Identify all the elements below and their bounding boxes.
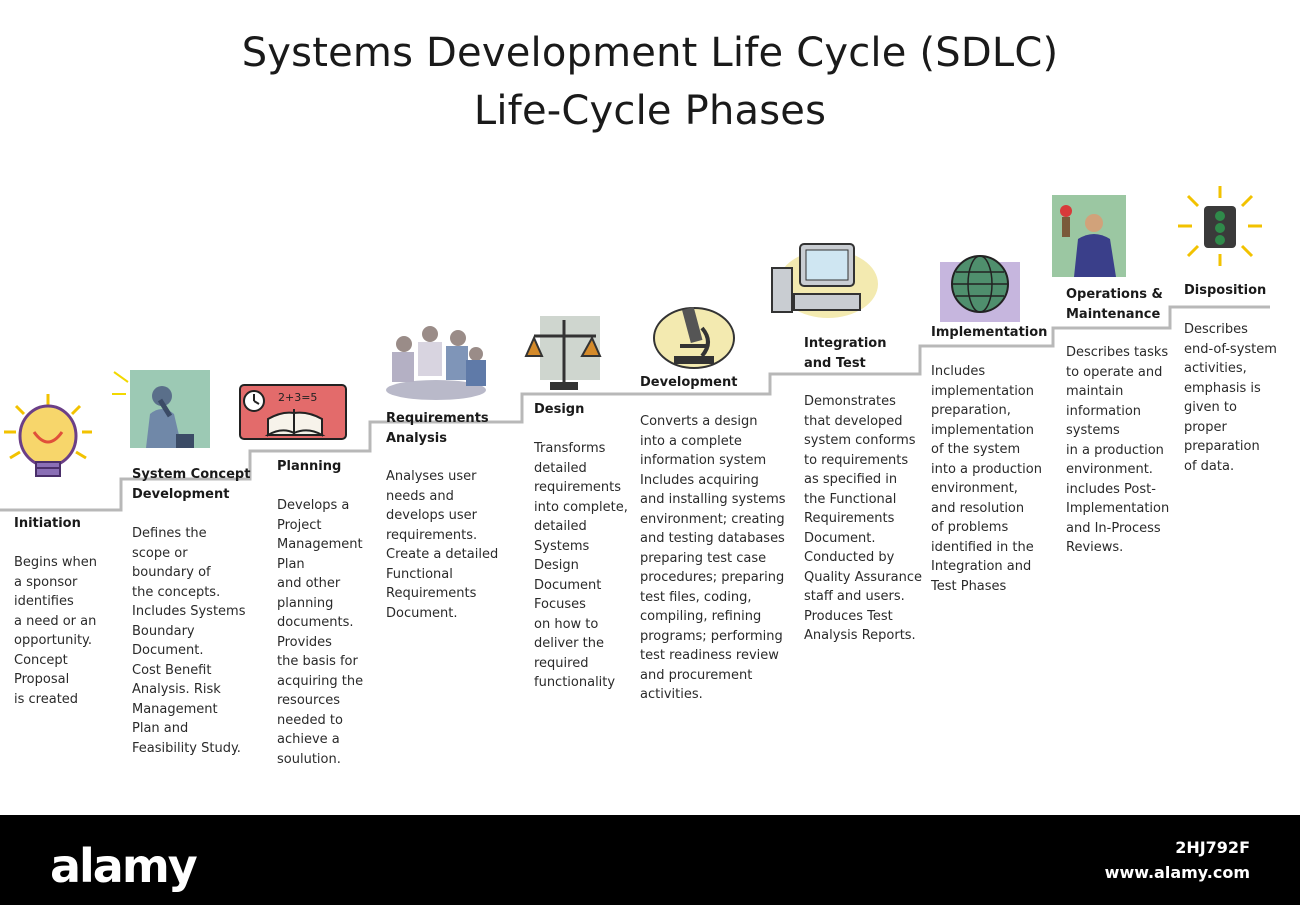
businessman-icon [1052,195,1126,277]
phase-desc-initiation: Begins when a sponsor identifies a need … [14,555,98,707]
svg-text:2+3=5: 2+3=5 [278,391,317,404]
thinker-icon [112,370,210,448]
phase-title-integration-and-test: Integration and Test [804,336,887,371]
phase-desc-disposition: Describes end-of-system activities, emph… [1184,322,1277,474]
phase-desc-implementation: Includes implementation preparation, imp… [931,364,1042,594]
site-url: www.alamy.com [1104,863,1250,882]
phase-desc-design: Transforms detailed requirements into co… [534,441,628,690]
alamy-logo: alamy [50,839,198,893]
phase-desc-operations-maintenance: Describes tasks to operate and maintain … [1066,345,1170,555]
team-meeting-icon [386,326,486,400]
footer-bar: alamy 2HJ792F www.alamy.com [0,815,1300,905]
phase-title-implementation: Implementation [931,325,1048,340]
phase-desc-requirements-analysis: Analyses user needs and develops user re… [386,469,499,621]
book-icon: 2+3=5 [239,384,347,440]
phase-desc-system-concept-development: Defines the scope or boundary of the con… [132,526,246,756]
globe-icon [940,255,1020,322]
phase-title-requirements-analysis: Requirements Analysis [386,411,489,446]
scales-icon [524,316,602,390]
traffic-light-icon [1178,186,1262,266]
lightbulb-icon [4,394,92,477]
computer-icon [771,243,878,318]
microscope-icon [653,306,735,369]
staircase-line [0,305,1270,512]
phase-desc-planning: Develops a Project Management Plan and o… [277,498,364,767]
phase-desc-development: Converts a design into a complete inform… [640,414,786,702]
image-id: 2HJ792F [1175,838,1250,857]
diagram-subtitle: Life-Cycle Phases [473,88,827,134]
phase-title-initiation: Initiation [14,516,81,531]
phase-desc-integration-and-test: Demonstrates that developed system confo… [804,394,922,643]
phase-title-disposition: Disposition [1184,283,1267,298]
phase-title-operations-maintenance: Operations & Maintenance [1066,287,1163,322]
diagram-title: Systems Development Life Cycle (SDLC) [241,30,1059,76]
phase-title-development: Development [640,375,738,390]
phase-title-system-concept-development: System Concept Development [132,467,251,502]
phase-title-design: Design [534,402,585,417]
phase-title-planning: Planning [277,459,342,474]
